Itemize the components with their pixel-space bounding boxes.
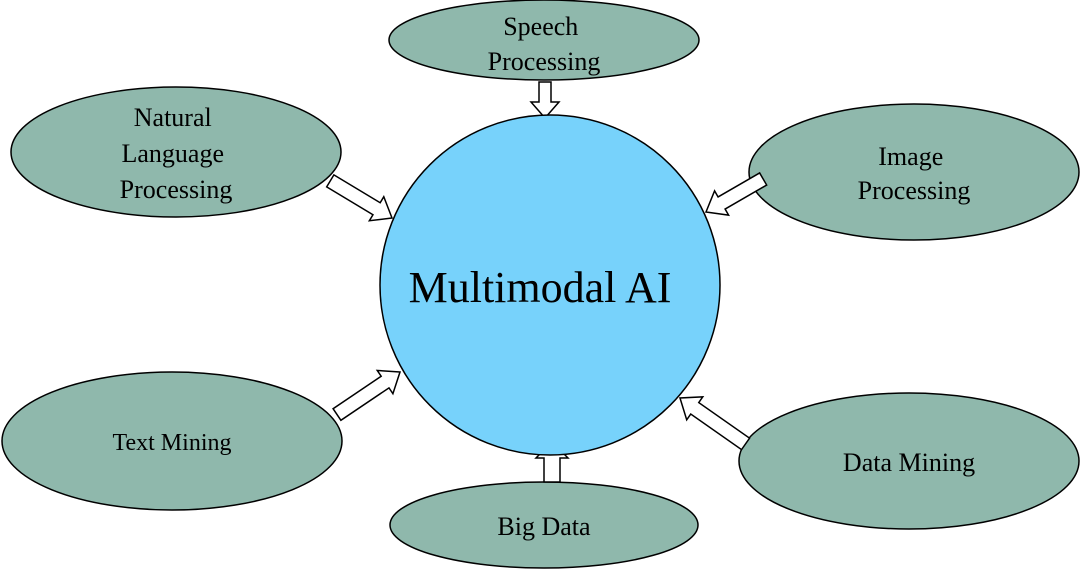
node-natural-language-processing: Natural Language Processing [10, 86, 342, 218]
node-label-line: Image [878, 142, 943, 171]
node-image-processing: Image Processing [748, 103, 1080, 241]
node-label-line: Data Mining [843, 448, 975, 477]
node-label-line: Text Mining [113, 430, 232, 456]
svg-text:Speech Processing: Speech Processing [488, 12, 601, 76]
node-label-line: Language [121, 139, 224, 168]
node-text-mining: Text Mining [1, 371, 343, 511]
node-label-line: Processing [858, 176, 971, 205]
node-data-mining: Data Mining [738, 392, 1080, 530]
arrows [325, 81, 768, 483]
svg-text:Text Mining: Text Mining [113, 430, 232, 456]
node-label-line: Processing [488, 47, 601, 76]
node-label-line: Natural [134, 103, 212, 132]
arrow-from-nlp [325, 173, 394, 222]
svg-text:Natural Language P: Natural Language Processing [120, 103, 233, 204]
arrow-from-data-mining [678, 396, 751, 451]
svg-text:Image Processing: Image Processing [858, 142, 971, 205]
center-node-multimodal-ai: Multimodal AI [379, 114, 721, 456]
arrow-from-image [704, 171, 768, 217]
node-speech-processing: Speech Processing [388, 0, 700, 81]
node-label-line: Big Data [497, 512, 591, 541]
node-label-line: Processing [120, 175, 233, 204]
svg-text:Big Data: Big Data [497, 512, 591, 541]
node-label-line: Speech [503, 12, 578, 41]
arrow-from-speech [529, 81, 561, 120]
arrow-from-text-mining [332, 369, 402, 422]
node-big-data: Big Data [389, 481, 699, 569]
svg-text:Data Mining: Data Mining [843, 448, 975, 477]
center-label: Multimodal AI [409, 263, 672, 312]
